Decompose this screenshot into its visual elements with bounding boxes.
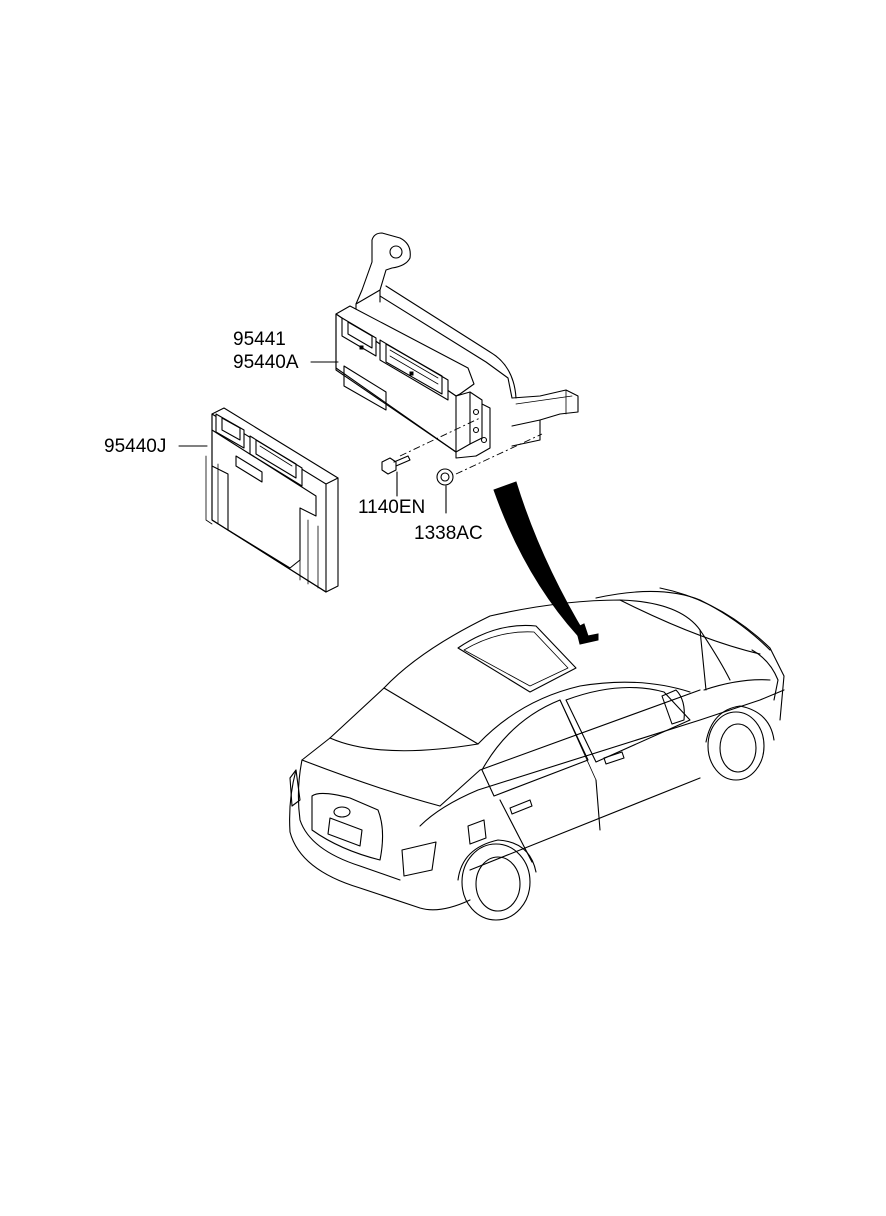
part-number-95440j: 95440J: [104, 436, 167, 457]
ecu-module-95440j: [205, 407, 339, 593]
car-outline: [289, 587, 785, 921]
nut-1338ac-icon: [436, 468, 454, 486]
bolt-1140en-icon: [381, 455, 411, 475]
ecu-module-with-bracket: [335, 232, 579, 475]
part-number-1140en: 1140EN: [358, 497, 426, 518]
leader-lines: [178, 361, 447, 514]
location-pointer: [493, 481, 587, 641]
part-number-95440a: 95440A: [233, 352, 299, 373]
part-number-95441: 95441: [233, 329, 286, 350]
part-number-1338ac: 1338AC: [414, 523, 483, 544]
